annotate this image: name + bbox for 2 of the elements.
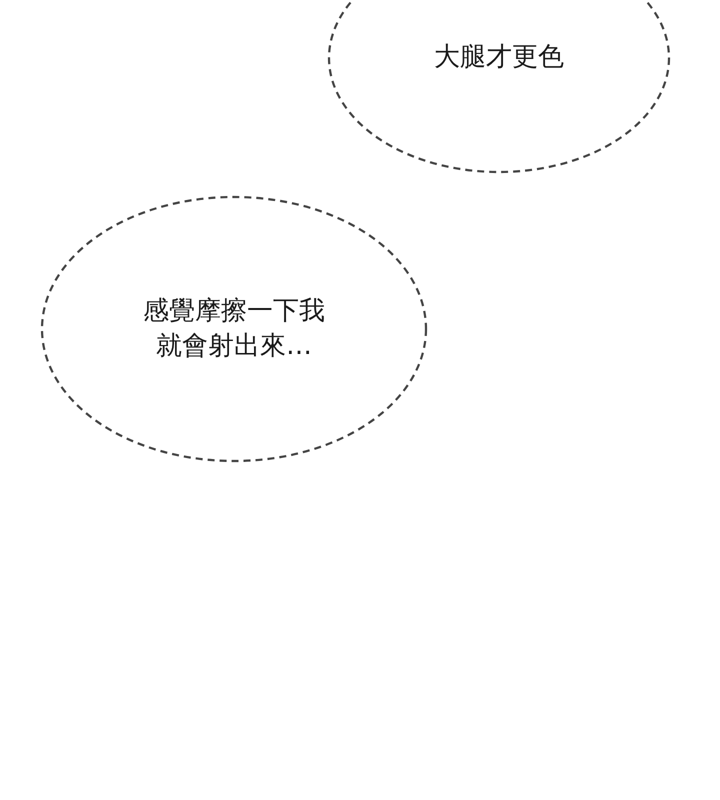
speech-text: 感覺摩擦一下我就會射出來… [142, 294, 326, 363]
speech-text: 大腿才更色 [433, 41, 565, 74]
